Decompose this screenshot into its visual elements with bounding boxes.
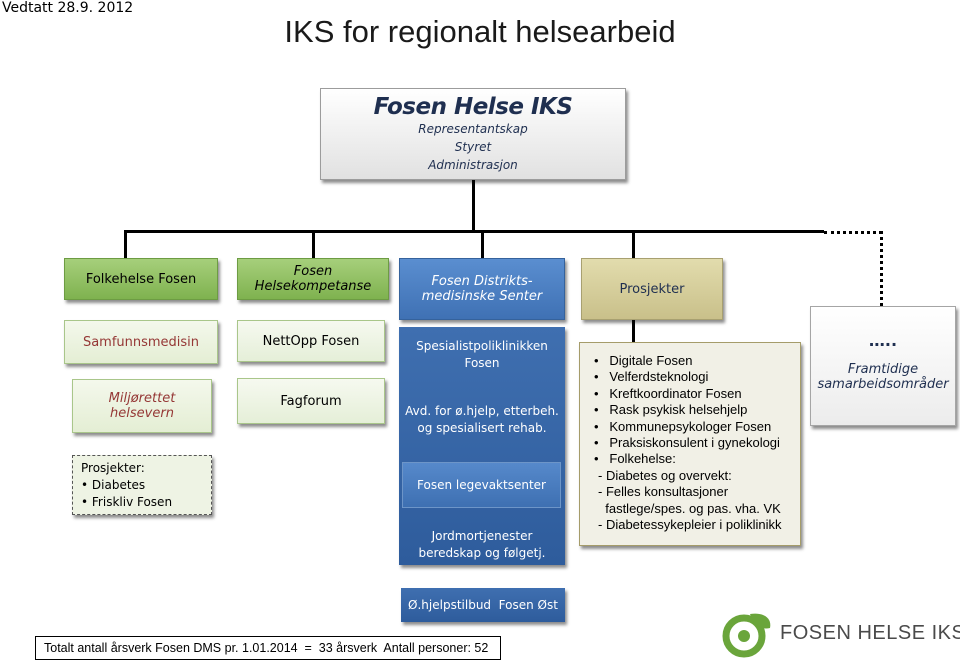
bullet-text: Kommunepsykologer Fosen	[609, 418, 772, 434]
legevaktsenter-label: Fosen legevaktsenter	[417, 478, 546, 492]
framtidige-line-1: Framtidige	[847, 362, 919, 377]
fagforum-box: Fagforum	[237, 378, 385, 424]
samfunnsmedisin-label: Samfunnsmedisin	[82, 334, 200, 350]
bullet-item: • Kommunepsykologer Fosen	[594, 418, 772, 434]
org-line-1: Representantskap	[418, 122, 528, 136]
folkehelse-fosen-box: Folkehelse Fosen	[64, 258, 218, 300]
fosen-dms-box: Fosen Distrikts- medisinske Senter	[399, 258, 565, 320]
jordmortjenester-label: Jordmortjenester beredskap og følgetj.	[399, 528, 565, 562]
avd-line-2: og spesialisert rehab.	[417, 421, 547, 435]
bullet-text: Rask psykisk helsehjelp	[609, 402, 748, 418]
page-title: IKS for regionalt helsearbeid	[284, 14, 676, 49]
org-line-2: Styret	[454, 140, 492, 154]
bullet-text: Folkehelse:	[609, 451, 676, 467]
org-line-3: Administrasjon	[428, 158, 518, 172]
bullet-text: Kreftkoordinator Fosen	[609, 385, 742, 401]
col1-prosjekter-item-diabetes: • Diabetes	[81, 478, 146, 492]
framtidige-line-2: samarbeidsområder	[817, 377, 949, 392]
jordmor-line-2: beredskap og følgetj.	[418, 546, 546, 560]
ohjelpstilbud-label: Ø.hjelpstilbud Fosen Øst	[408, 598, 558, 612]
nettopp-fosen-label: NettOpp Fosen	[262, 333, 360, 349]
logo-text: FOSEN HELSE IKS	[780, 622, 960, 644]
footer-summary: Totalt antall årsverk Fosen DMS pr. 1.01…	[35, 636, 501, 660]
connector-horizontal	[124, 230, 824, 233]
bullet-item: • Digitale Fosen	[594, 353, 693, 368]
approval-date: Vedtatt 28.9. 2012	[2, 0, 134, 16]
helsekompetanse-box: Fosen Helsekompetanse	[237, 258, 389, 300]
miljorettet-helsevern-box: Miljørettet helsevern	[72, 379, 212, 433]
connector-to-col2	[312, 230, 315, 258]
helsekompetanse-line-1: Fosen	[293, 264, 333, 279]
bullet-item: • Velferdsteknologi	[594, 369, 709, 385]
folkehelse-fosen-label: Folkehelse Fosen	[85, 271, 197, 287]
bullet-item: • Praksiskonsulent i gynekologi	[594, 435, 780, 451]
bullet-item: • Rask psykisk helsehjelp	[594, 402, 748, 418]
spes-line-2: Fosen	[464, 356, 500, 370]
prosjekter-box: Prosjekter	[581, 258, 723, 320]
akutt-rehab-label: Avd. for ø.hjelp, etterbeh. og spesialis…	[399, 403, 565, 437]
connector-prosjekter-down	[632, 320, 635, 342]
diabetes-text: Diabetes	[91, 478, 146, 492]
ohjelpstilbud-box: Ø.hjelpstilbud Fosen Øst	[401, 588, 565, 622]
connector-dotted	[824, 231, 882, 234]
spes-line-1: Spesialistpoliklinikken	[416, 339, 548, 353]
col1-prosjekter-box: Prosjekter: • Diabetes • Friskliv Fosen	[72, 455, 212, 515]
fosen-dms-line-1: Fosen Distrikts-	[431, 274, 533, 289]
bullet-item: • Kreftkoordinator Fosen	[594, 385, 742, 401]
connector-to-col5	[880, 231, 883, 306]
sub-item: - Diabetessykepleier i poliklinikk	[598, 517, 782, 533]
prosjekter-label: Prosjekter	[619, 281, 685, 297]
avd-line-1: Avd. for ø.hjelp, etterbeh.	[405, 404, 559, 418]
nettopp-fosen-box: NettOpp Fosen	[237, 320, 385, 362]
framtidige-dots: …..	[868, 331, 898, 350]
legevaktsenter-box: Fosen legevaktsenter	[402, 462, 561, 508]
col1-prosjekter-item-friskliv: • Friskliv Fosen	[81, 495, 173, 509]
bullet-text: Praksiskonsulent i gynekologi	[609, 435, 780, 451]
friskliv-text: Friskliv Fosen	[91, 495, 173, 509]
fosen-leaf-logo-icon	[722, 613, 771, 658]
connector-to-col3	[481, 230, 484, 258]
connector-to-col4	[632, 230, 635, 258]
spesialistpoliklinikken-label: Spesialistpoliklinikken Fosen	[399, 338, 565, 372]
bullet-text: Velferdsteknologi	[609, 369, 709, 385]
fosen-dms-line-2: medisinske Senter	[421, 289, 543, 304]
fagforum-label: Fagforum	[280, 393, 342, 409]
col1-prosjekter-label: Prosjekter:	[81, 461, 145, 475]
jordmor-line-1: Jordmortjenester	[431, 529, 533, 543]
sub-item: - Diabetes og overvekt:	[598, 467, 732, 483]
bullet-text: Digitale Fosen	[609, 353, 693, 368]
fosen-helse-iks-box: Fosen Helse IKS Representantskap Styret …	[320, 88, 626, 180]
sub-item: - Felles konsultasjoner	[598, 484, 729, 500]
miljorettet-line-1: Miljørettet	[108, 391, 176, 406]
connector-vertical-top	[472, 180, 475, 232]
prosjekter-list-box: • Digitale Fosen • Velferdsteknologi • K…	[579, 342, 801, 546]
samfunnsmedisin-box: Samfunnsmedisin	[64, 320, 218, 364]
sub-item: fastlege/spes. og pas. vha. VK	[598, 500, 781, 516]
miljorettet-line-2: helsevern	[110, 406, 174, 421]
org-name: Fosen Helse IKS	[373, 94, 573, 120]
helsekompetanse-line-2: Helsekompetanse	[254, 279, 372, 294]
framtidige-box: ….. Framtidige samarbeidsområder	[810, 306, 956, 426]
bullet-item: • Folkehelse:	[594, 451, 676, 467]
connector-to-col1	[124, 230, 127, 258]
fosen-helse-logo: FOSEN HELSE IKS	[720, 610, 960, 658]
spesialistpoliklinikken-box	[399, 327, 565, 565]
